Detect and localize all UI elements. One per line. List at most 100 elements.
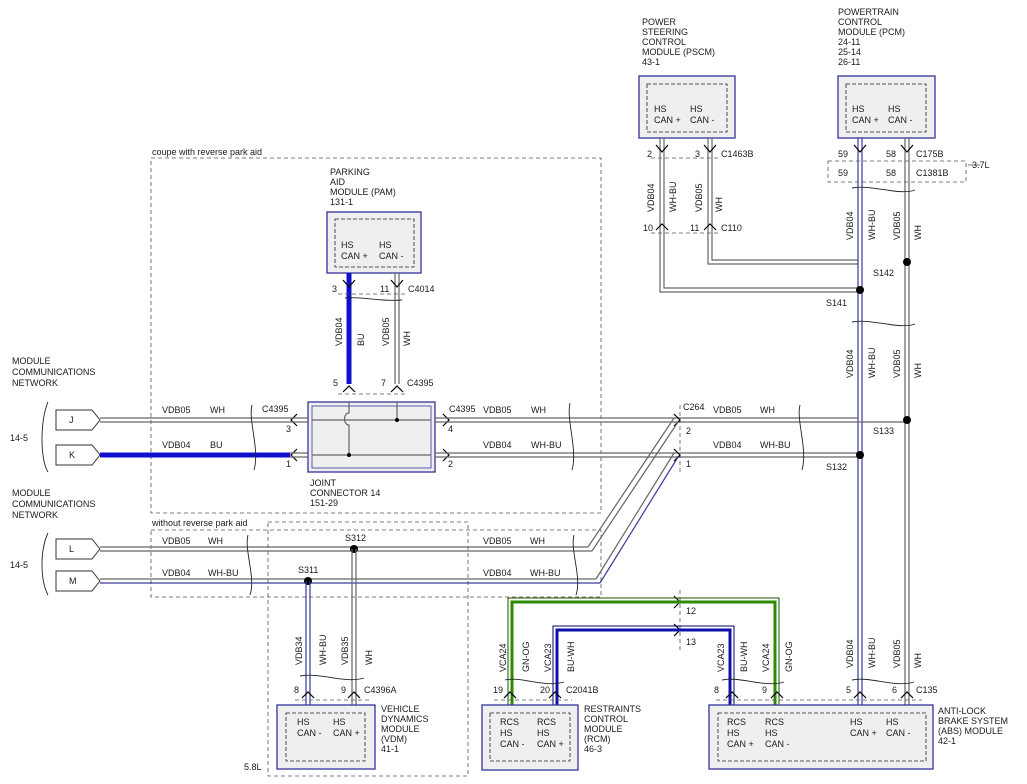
pam-qconn: C4395 <box>407 378 434 388</box>
pscm-title-2: STEERING <box>642 27 688 37</box>
pam-pin-11: 11 <box>380 284 389 294</box>
vdm-w2: VDB35 <box>340 636 350 665</box>
pcm-pin-can1: CAN + <box>852 115 879 125</box>
net2-ref: 14-5 <box>10 560 28 570</box>
jc-pin-1: 1 <box>286 459 291 469</box>
rcm-title-3: MODULE <box>584 724 623 734</box>
abs-w23: VCA23 <box>716 643 726 672</box>
pcm-inner <box>845 83 927 133</box>
pcm-w2: VDB05 <box>892 211 902 240</box>
pam-box[interactable] <box>326 211 422 274</box>
pcm-title-4: 24-11 <box>838 37 860 47</box>
net2-title-3: NETWORK <box>12 510 58 520</box>
c264-s132: S132 <box>826 462 847 472</box>
jc-title-2: CONNECTOR 14 <box>310 488 380 498</box>
pcm-pin-58: 58 <box>886 149 896 159</box>
pam-pin-3: 3 <box>332 284 337 294</box>
pscm-bconn: C110 <box>721 223 742 233</box>
jc-title-3: 151-29 <box>310 498 338 508</box>
vdm-w1c: WH-BU <box>318 635 328 666</box>
pam-title-1: PARKING <box>330 167 370 177</box>
c264-p1: 1 <box>686 459 691 469</box>
net1-k-tag[interactable] <box>55 444 101 466</box>
abs-pin-9: 9 <box>762 685 767 695</box>
net2-l-color: WH <box>208 536 223 546</box>
pcm-w1: VDB04 <box>845 211 855 240</box>
vdm-w2c: WH <box>364 650 374 665</box>
pscm-bpin-10: 10 <box>643 223 653 233</box>
pcm-qconn: C1381B <box>916 168 949 178</box>
net2-l: L <box>69 544 74 554</box>
pscm-bpin-11: 11 <box>690 223 699 233</box>
abs-pin-8: 8 <box>714 685 719 695</box>
pscm-w1c: WH-BU <box>668 182 678 213</box>
c264-s133: S133 <box>873 426 894 436</box>
jc-pin-3: 3 <box>286 424 291 434</box>
rcs-wiring: VCA24 GN-OG VCA23 BU-WH VCA23 BU-WH VCA2… <box>498 597 923 705</box>
net2-r-l-color: WH <box>530 536 545 546</box>
pcm-box[interactable] <box>837 75 936 139</box>
pscm-box[interactable] <box>638 75 736 139</box>
net1-k-wire: VDB04 <box>162 440 191 450</box>
net2-l-tag[interactable] <box>55 538 101 560</box>
rcm-pin-rcs2: RCS <box>537 717 556 727</box>
net2-r-l-wire: VDB05 <box>483 536 512 546</box>
pam-w1: VDB04 <box>334 317 344 346</box>
rcm-pin-19: 19 <box>493 685 503 695</box>
joint-connector: JOINT CONNECTOR 14 151-29 C4395 C4395 3 … <box>262 401 476 508</box>
rcm-w1c: GN-OG <box>521 642 531 673</box>
pcm-q59: 59 <box>838 168 848 178</box>
pcm-w1c: WH-BU <box>867 210 877 241</box>
jc-conn-right: C4395 <box>449 404 476 414</box>
abs-title-1: ANTI-LOCK <box>938 706 986 716</box>
net2-m-tag[interactable] <box>55 570 101 592</box>
rcm-w2: VCA23 <box>543 643 553 672</box>
net1-title-3: NETWORK <box>12 378 58 388</box>
abs-box[interactable] <box>708 704 934 770</box>
joint-connector-box[interactable] <box>307 401 436 473</box>
abs-pin-can1: CAN + <box>727 739 754 749</box>
pcm-pin-59: 59 <box>838 149 848 159</box>
abs-w4c: WH-BU <box>867 638 877 669</box>
net1-j-tag[interactable] <box>55 409 101 431</box>
pcm-w3: VDB04 <box>845 349 855 378</box>
rcm-inner <box>489 712 571 762</box>
pscm-pin-2: 2 <box>647 149 652 159</box>
pcm-pin-hs1: HS <box>852 104 865 114</box>
pcm-title-6: 26-11 <box>838 57 860 67</box>
rcm-title-1: RESTRAINTS <box>584 704 641 714</box>
abs-pin-hs3: HS <box>850 717 863 727</box>
pam-conn: C4014 <box>408 284 435 294</box>
vdm-module: 5.8L VDB34 WH-BU VDB35 WH 8 9 C4396A HS … <box>244 521 469 777</box>
net1-r-j-wire: VDB05 <box>483 405 512 415</box>
abs-title-2: BRAKE SYSTEM <box>938 716 1008 726</box>
pcm-pin-hs2: HS <box>888 104 901 114</box>
rcm-pin-can1: CAN - <box>500 739 525 749</box>
pcm-w4: VDB05 <box>892 349 902 378</box>
net1-r-k-color: WH-BU <box>531 440 562 450</box>
abs-pin-can4: CAN - <box>886 728 911 738</box>
jc-conn-left: C4395 <box>262 404 289 414</box>
vdm-eng: 5.8L <box>244 762 262 772</box>
pscm-title-4: MODULE (PSCM) <box>642 47 715 57</box>
vdm-inner <box>285 712 366 762</box>
rcm-conn: C2041B <box>566 685 599 695</box>
pscm-w2: VDB05 <box>694 183 704 212</box>
abs-pin-can3: CAN + <box>850 728 877 738</box>
vdm-pin-8: 8 <box>294 685 299 695</box>
c264-p13: 13 <box>686 637 696 647</box>
c264-conn: C264 <box>683 402 705 412</box>
vdm-box[interactable] <box>276 704 376 770</box>
net2-s311: S311 <box>298 565 318 575</box>
net1-k-color: BU <box>210 440 223 450</box>
vdm-pin-hs1: HS <box>297 717 310 727</box>
net2-r-m-color: WH-BU <box>530 568 561 578</box>
pcm-pin-can2: CAN - <box>888 115 913 125</box>
abs-title-4: 42-1 <box>938 736 956 746</box>
rcm-pin-rcs1: RCS <box>500 717 519 727</box>
net2-m: M <box>69 576 77 586</box>
rcm-box[interactable] <box>481 704 579 771</box>
net1-k: K <box>69 450 75 460</box>
rcm-w1: VCA24 <box>498 643 508 672</box>
pscm-title-5: 43-1 <box>642 57 660 67</box>
